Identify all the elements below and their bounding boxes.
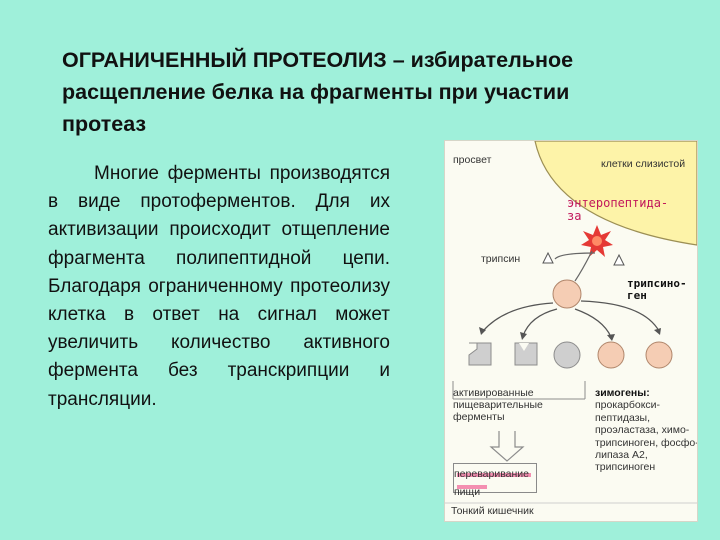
zymogen-circle-icon-1	[597, 341, 625, 369]
zymogens-list: прокарбокси-пептидазы, проэластаза, химо…	[595, 399, 698, 474]
page-title: ОГРАНИЧЕННЫЙ ПРОТЕОЛИЗ – избирательное р…	[62, 48, 574, 136]
trypsinogen-label: трипсино-ген	[627, 277, 687, 302]
down-arrow-icon	[489, 431, 525, 462]
lumen-label: просвет	[453, 154, 492, 166]
mucosa-cells-label: клетки слизистой	[601, 158, 686, 170]
trypsin-arrow	[554, 252, 596, 260]
enteropeptidase-burst-icon	[581, 225, 613, 257]
digestion-label: переваривание пищи	[454, 468, 530, 498]
active-enzyme-square-icon	[468, 342, 492, 366]
activated-bracket	[452, 381, 586, 400]
activation-arrow	[574, 250, 593, 282]
fan-arrows	[482, 300, 660, 338]
zymogen-circle-icon-2	[645, 341, 673, 369]
zymogens-block: зимогены: прокарбокси-пептидазы, проэлас…	[595, 387, 698, 474]
arrowheads	[479, 327, 661, 341]
body-paragraph: Многие ферменты производятся в виде прот…	[48, 163, 390, 410]
zymogens-title: зимогены:	[595, 387, 650, 399]
mucosa-cell-region	[534, 141, 697, 246]
trypsin-label: трипсин	[481, 253, 521, 265]
active-enzyme-notched-icon	[514, 342, 538, 366]
trypsinogen-circle-icon	[552, 279, 582, 309]
small-intestine-label: Тонкий кишечник	[451, 505, 534, 517]
activated-enzymes-label: активированные пищеварительные ферменты	[453, 387, 543, 423]
diagram-graphics	[445, 141, 697, 504]
trypsin-triangle-icon	[542, 251, 554, 264]
active-enzyme-circle-icon	[553, 341, 581, 369]
digestion-box: переваривание пищи	[453, 463, 537, 498]
fragment-triangle-icon	[613, 253, 625, 266]
enteropeptidase-label: энтеропептида-за	[567, 196, 669, 223]
proteolysis-diagram: просвет клетки слизистой энтеропептида-з…	[444, 140, 698, 522]
